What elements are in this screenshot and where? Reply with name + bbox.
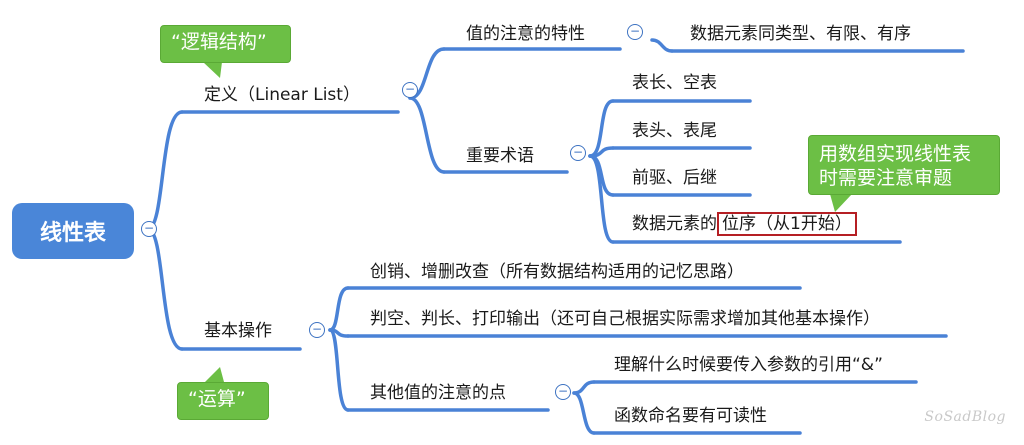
- ops-item-1: 创销、增删改查（所有数据结构适用的记忆思路）: [370, 262, 744, 282]
- collapse-root-icon[interactable]: −: [141, 221, 157, 237]
- collapse-definition-icon[interactable]: −: [402, 82, 418, 98]
- callout-ops-text: “运算”: [188, 388, 246, 410]
- root-node[interactable]: 线性表: [12, 203, 134, 259]
- ops-other-label: 其他值的注意的点: [370, 383, 506, 403]
- connector-root-definition: [146, 110, 184, 231]
- connector-terms-4: [588, 154, 615, 244]
- values-child: 数据元素同类型、有限、有序: [690, 24, 911, 44]
- callout-logic-text: “逻辑结构”: [171, 31, 267, 53]
- other-item-1: 理解什么时候要传入参数的引用“&”: [614, 355, 883, 375]
- terms-label: 重要术语: [466, 146, 534, 166]
- values-label: 值的注意的特性: [466, 24, 585, 44]
- callout-ops-pointer: [205, 367, 224, 382]
- connector-definition-values: [408, 47, 446, 100]
- term-item-4: 数据元素的位序（从1开始）: [632, 212, 857, 236]
- term-item-4-highlight: 位序（从1开始）: [717, 212, 857, 236]
- connector-other-1: [572, 380, 596, 395]
- term-item-1: 表长、空表: [632, 73, 717, 93]
- operations-label: 基本操作: [204, 321, 272, 341]
- connector-terms-2: [588, 146, 615, 158]
- ops-item-2: 判空、判长、打印输出（还可自己根据实际需求增加其他基本操作）: [370, 309, 880, 329]
- collapse-terms-icon[interactable]: −: [570, 145, 586, 161]
- callout-array-pointer: [830, 194, 852, 212]
- term-item-3: 前驱、后继: [632, 168, 717, 188]
- connector-root-operations: [146, 227, 184, 351]
- callout-logic-pointer: [203, 62, 222, 78]
- collapse-values-icon[interactable]: −: [627, 24, 643, 40]
- connector-definition-terms: [408, 96, 446, 174]
- callout-array-line-2: 时需要注意审题: [819, 167, 953, 189]
- definition-label: 定义（Linear List）: [204, 85, 360, 105]
- root-label: 线性表: [39, 221, 106, 246]
- callout-ops: “运算”: [177, 382, 269, 420]
- watermark: SoSadBlog: [924, 409, 1006, 425]
- collapse-operations-icon[interactable]: −: [309, 322, 325, 338]
- callout-array-line-1: 用数组实现线性表: [819, 143, 972, 165]
- connector-other-2: [572, 391, 596, 435]
- callout-array: 用数组实现线性表 时需要注意审题: [808, 135, 1000, 195]
- collapse-other-icon[interactable]: −: [555, 384, 571, 400]
- connector-ops-3: [328, 328, 350, 412]
- term-item-4-prefix: 数据元素的: [632, 214, 717, 234]
- callout-logic: “逻辑结构”: [160, 25, 291, 63]
- connector-ops-1: [328, 286, 350, 332]
- term-item-2: 表头、表尾: [632, 121, 717, 141]
- connector-values-child: [650, 38, 674, 53]
- other-item-2: 函数命名要有可读性: [614, 406, 767, 426]
